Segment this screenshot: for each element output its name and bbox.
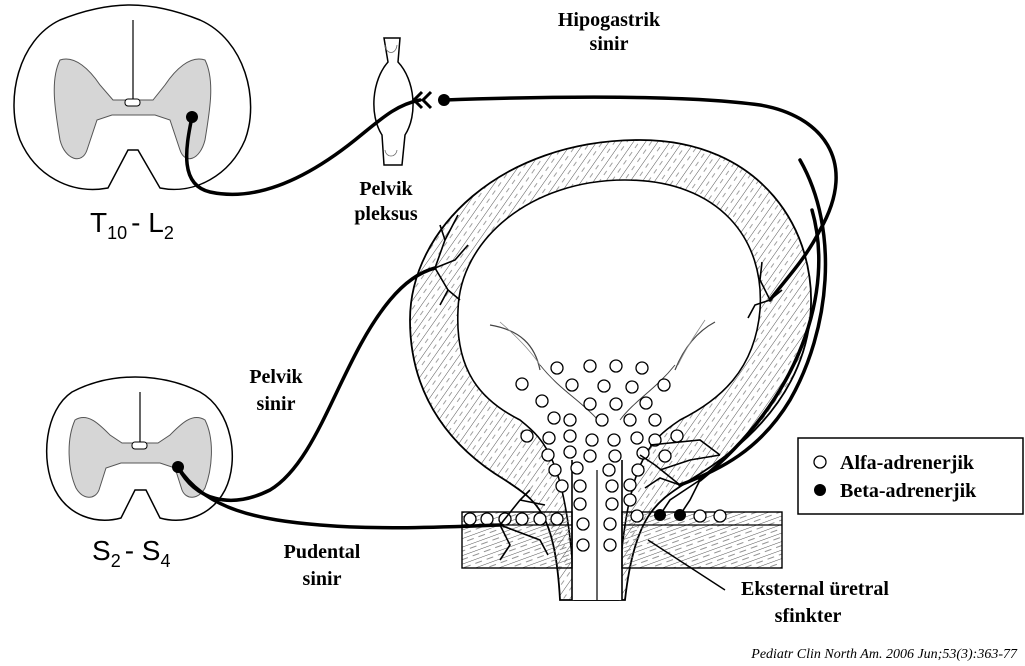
label-pelvic-nerve: Pelvik sinir [249, 366, 303, 415]
label-hypogastric-line1: Hipogastrik [558, 9, 661, 31]
label-pelvic-plexus-line1: Pelvik [359, 178, 413, 200]
label-sphincter-line1: Eksternal üretral [741, 578, 889, 600]
label-pelvic-plexus-line2: pleksus [354, 203, 418, 225]
label-pudendal: Pudental sinir [284, 541, 361, 590]
segment-label-lower: S2- S4 [92, 535, 171, 571]
legend-alpha-marker [814, 456, 826, 468]
segment-label-upper: T10- L2 [90, 207, 174, 243]
label-pelvic-nerve-line1: Pelvik [249, 366, 303, 388]
legend-alpha-label: Alfa-adrenerjik [840, 452, 975, 474]
spinal-cord-section-upper [14, 5, 251, 189]
citation: Pediatr Clin North Am. 2006 Jun;53(3):36… [750, 647, 1018, 662]
label-pudendal-line1: Pudental [284, 541, 361, 563]
pelvic-plexus-ganglion [374, 38, 413, 165]
label-hypogastric-line2: sinir [590, 33, 629, 55]
label-pelvic-plexus: Pelvik pleksus [354, 178, 418, 225]
label-sphincter-line2: sfinkter [775, 605, 842, 627]
label-pudendal-line2: sinir [303, 568, 342, 590]
legend: Alfa-adrenerjik Beta-adrenerjik [798, 438, 1023, 514]
legend-beta-marker [814, 484, 826, 496]
label-sphincter: Eksternal üretral sfinkter [741, 578, 889, 627]
label-hypogastric: Hipogastrik sinir [558, 9, 661, 55]
label-pelvic-nerve-line2: sinir [257, 393, 296, 415]
legend-beta-label: Beta-adrenerjik [840, 480, 977, 502]
spinal-cord-section-lower [47, 377, 233, 520]
